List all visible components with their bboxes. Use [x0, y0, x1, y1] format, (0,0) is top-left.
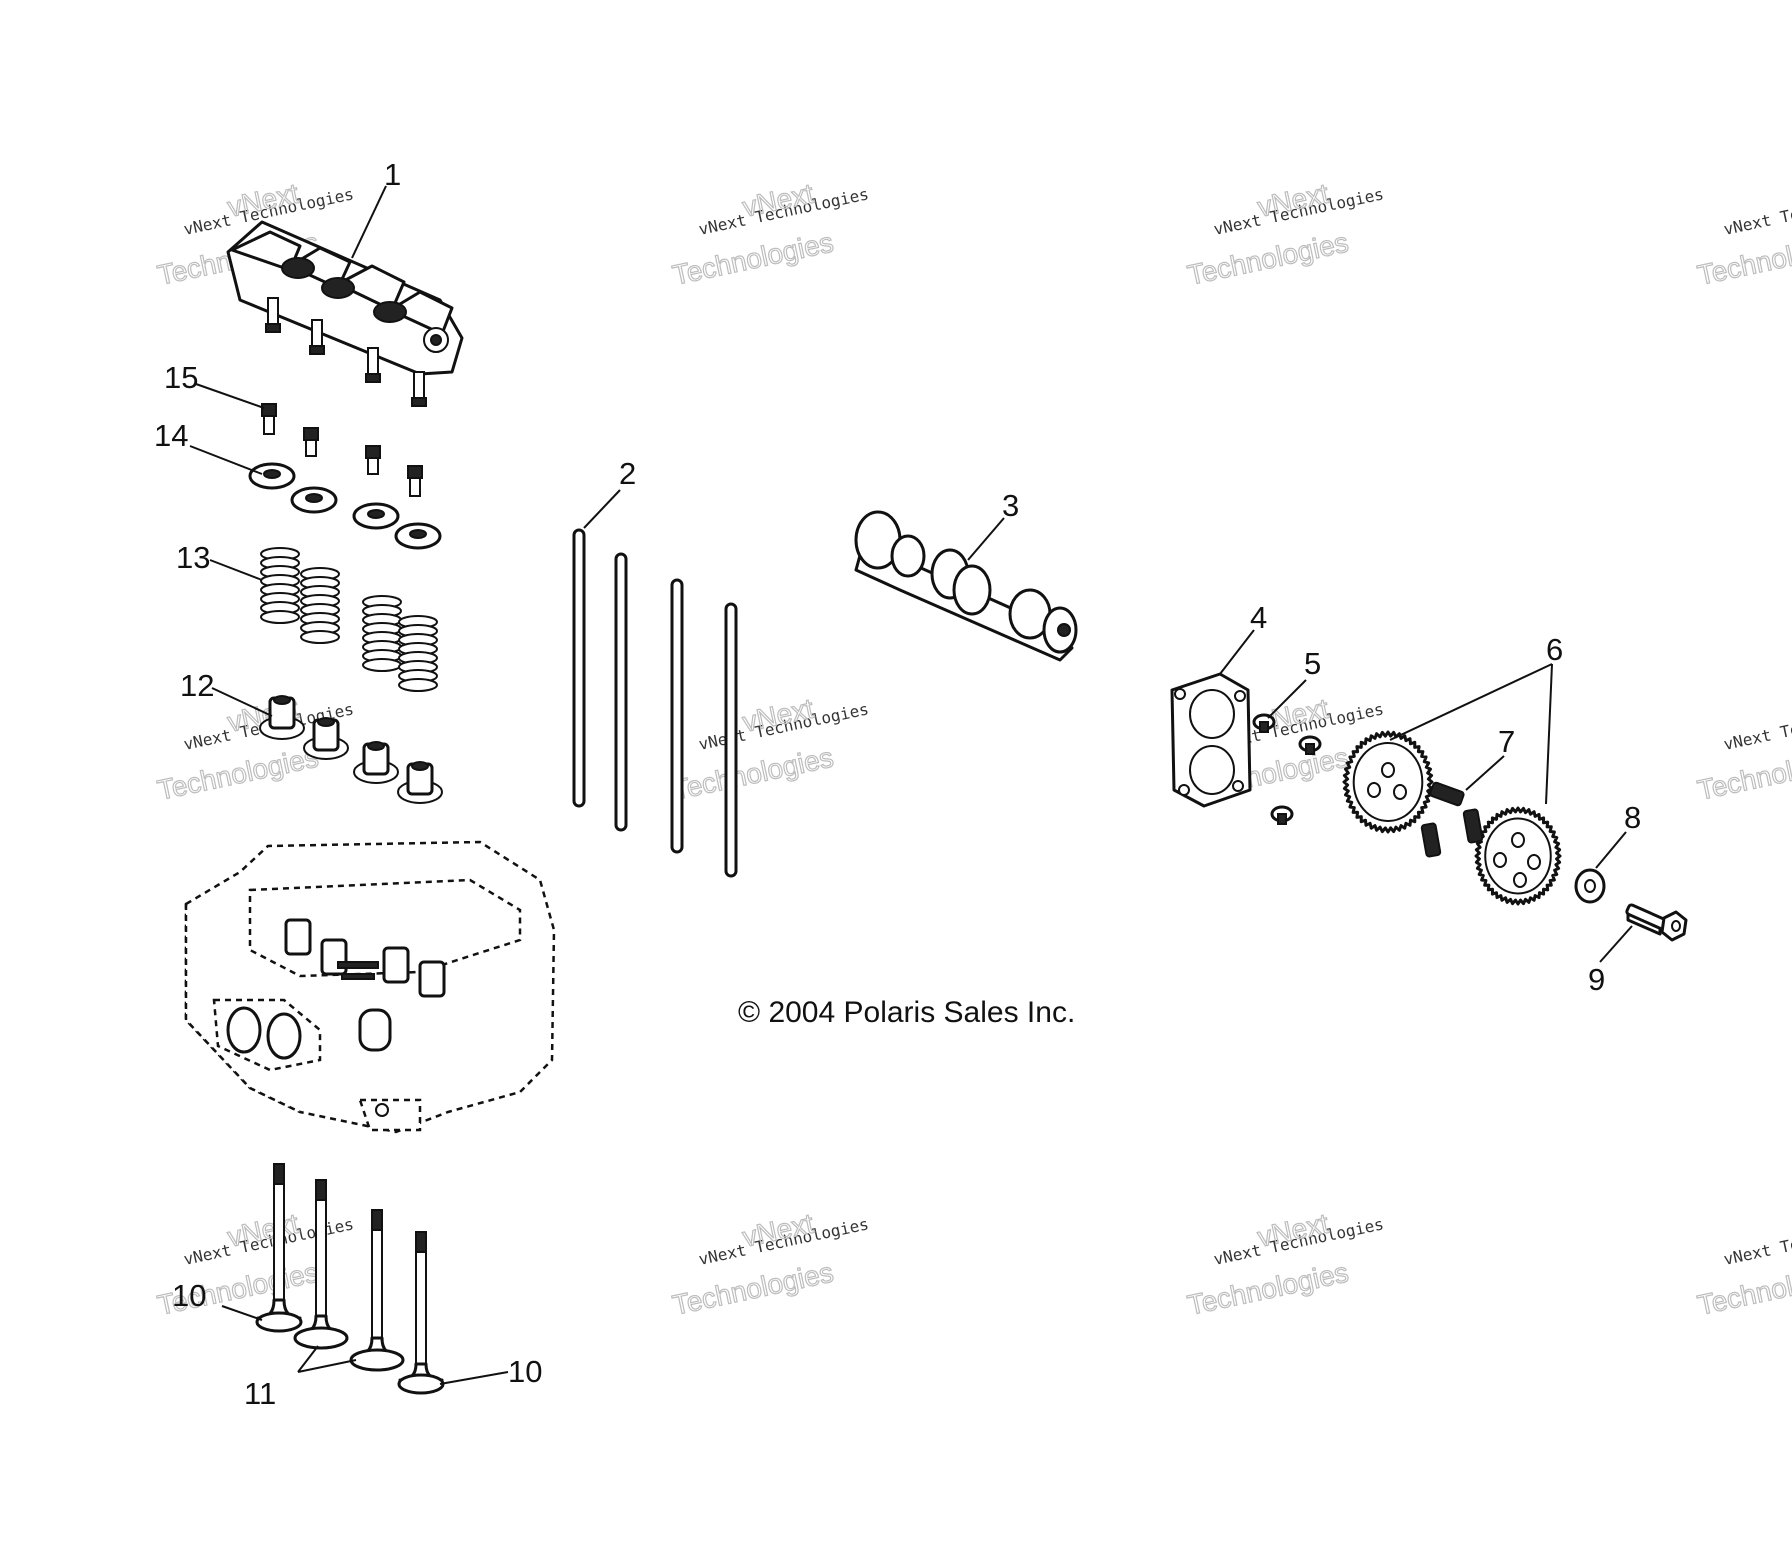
svg-text:Technologies: Technologies: [1695, 227, 1792, 291]
callout-5[interactable]: 5: [1304, 646, 1321, 681]
part-camshaft[interactable]: [854, 510, 1078, 662]
svg-text:Technologies: Technologies: [1695, 742, 1792, 806]
part-screws[interactable]: [1252, 713, 1322, 825]
callout-labels: 1 2 3 4 5 6 7 8 9 10 10 11 12 13 14 15: [154, 157, 1641, 1411]
svg-text:vNext Technologies: vNext Technologies: [1722, 699, 1792, 754]
spring-coil: [260, 610, 300, 624]
part-bolt[interactable]: [1625, 903, 1688, 942]
callout-11[interactable]: 11: [244, 1376, 276, 1411]
gear-hole: [1381, 762, 1395, 778]
part-spring-retainers[interactable]: [248, 462, 442, 550]
watermark-12: vNext Technologies Technologies: [1694, 1214, 1792, 1321]
callout-7[interactable]: 7: [1498, 724, 1515, 759]
callout-4[interactable]: 4: [1250, 600, 1267, 635]
callout-3[interactable]: 3: [1002, 488, 1019, 523]
callout-6[interactable]: 6: [1546, 632, 1563, 667]
valve-spring[interactable]: [260, 547, 300, 624]
gear-hole: [1513, 872, 1527, 888]
part-cylinder-head[interactable]: [184, 840, 556, 1134]
gear-hole: [1393, 784, 1407, 800]
part-rocker-arm-assembly[interactable]: [226, 220, 464, 407]
valve-spring[interactable]: [398, 615, 438, 692]
svg-text:Technologies: Technologies: [155, 742, 321, 806]
part-valve-stem-seals[interactable]: [259, 695, 443, 804]
callout-1[interactable]: 1: [384, 157, 401, 192]
valve-spring[interactable]: [300, 567, 340, 644]
watermark-8: vNext Technologies Technologies: [1694, 699, 1792, 806]
svg-text:Technologies: Technologies: [670, 227, 836, 291]
svg-text:vNext Technologies: vNext Technologies: [1722, 1214, 1792, 1269]
part-timing-gears[interactable]: [1342, 730, 1562, 906]
crank-gear[interactable]: [1474, 806, 1562, 906]
svg-text:Technologies: Technologies: [1185, 1257, 1351, 1321]
part-valve-keepers[interactable]: [261, 403, 423, 497]
callout-9[interactable]: 9: [1588, 962, 1605, 997]
callout-2[interactable]: 2: [619, 456, 636, 491]
spring-coil: [398, 678, 438, 692]
gear-web: [1484, 817, 1552, 895]
watermark-6: vNext Technologies vNext Technologies: [669, 692, 870, 806]
gear-hole: [1511, 832, 1525, 848]
watermark-2: vNext Technologies vNext Technologies: [669, 177, 870, 291]
part-washer[interactable]: [1574, 868, 1606, 904]
svg-text:Technologies: Technologies: [1695, 1257, 1792, 1321]
spring-coil: [300, 630, 340, 644]
watermark-11: vNext Technologies vNext Technologies: [1184, 1207, 1385, 1321]
callout-14[interactable]: 14: [154, 418, 188, 453]
part-gasket-plate[interactable]: [1170, 672, 1252, 808]
part-push-rods[interactable]: [572, 528, 738, 878]
part-dowel-pins[interactable]: [1420, 781, 1484, 858]
cam-gear[interactable]: [1342, 730, 1434, 834]
svg-text:Technologies: Technologies: [1185, 227, 1351, 291]
callout-leaders: [189, 185, 1633, 1385]
part-valves[interactable]: [255, 1163, 445, 1395]
svg-text:Technologies: Technologies: [670, 1257, 836, 1321]
svg-text:vNext Technologies: vNext Technologies: [1722, 184, 1792, 239]
watermark-4: vNext Technologies Technologies: [1694, 184, 1792, 291]
callout-10-right[interactable]: 10: [508, 1354, 542, 1389]
gear-hole: [1493, 852, 1507, 868]
callout-12[interactable]: 12: [180, 668, 214, 703]
spring-coil: [362, 658, 402, 672]
gear-hole: [1527, 854, 1541, 870]
gear-hole: [1367, 782, 1381, 798]
part-valve-springs[interactable]: [260, 547, 438, 692]
watermark-10: vNext Technologies vNext Technologies: [669, 1207, 870, 1321]
callout-15[interactable]: 15: [164, 360, 198, 395]
callout-13[interactable]: 13: [176, 540, 210, 575]
copyright-notice: © 2004 Polaris Sales Inc.: [738, 996, 1076, 1029]
callout-10-left[interactable]: 10: [172, 1278, 206, 1313]
callout-8[interactable]: 8: [1624, 800, 1641, 835]
valve-spring[interactable]: [362, 595, 402, 672]
svg-text:Technologies: Technologies: [670, 742, 836, 806]
watermark-3: vNext Technologies vNext Technologies: [1184, 177, 1385, 291]
gear-web: [1352, 742, 1424, 822]
